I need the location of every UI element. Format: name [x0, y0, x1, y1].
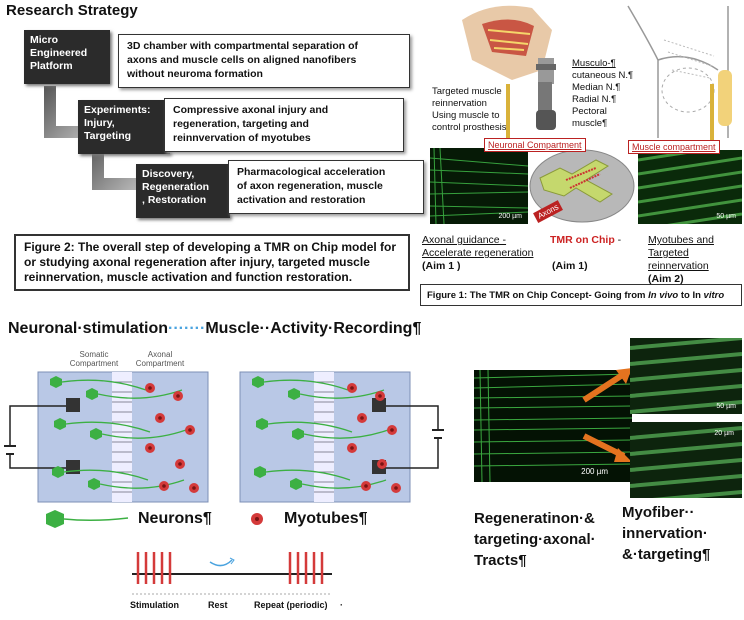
- neuronal-compartment-label: Neuronal Compartment: [484, 138, 586, 152]
- legend-myotubes-label: Myotubes¶: [284, 510, 368, 527]
- stimulation-circuits: [4, 371, 444, 503]
- scale-bar-bottom: 20 µm: [714, 430, 734, 437]
- myotube-nucleus: [360, 416, 364, 420]
- axon-line: [301, 479, 387, 489]
- aim-tmr-on-chip: TMR on Chip - (Aim 1): [550, 234, 622, 272]
- neuron-cell: [86, 388, 98, 400]
- stimulation-heading: Neuronal·stimulation·······Muscle··Activ…: [8, 320, 422, 337]
- myotube-nucleus: [188, 428, 192, 432]
- stimulation-timeline: [132, 552, 332, 595]
- neuron-cell: [254, 466, 266, 478]
- myotube-nucleus: [192, 486, 196, 490]
- myotube-nucleus: [148, 446, 152, 450]
- myofiber-micrograph-top: 50 µm: [630, 338, 742, 414]
- aim-myotubes: Myotubes and Targeted reinnervation (Aim…: [648, 234, 714, 285]
- myotube-nucleus: [350, 386, 354, 390]
- scale-bar-top: 50 µm: [716, 403, 736, 410]
- axon-line: [99, 479, 185, 489]
- myotube-nucleus: [178, 462, 182, 466]
- somatic-compartment-label: Somatic Compartment: [69, 350, 119, 368]
- neuron-legend-icon: [46, 510, 129, 528]
- myotube-nucleus: [390, 428, 394, 432]
- myotube-nucleus: [364, 484, 368, 488]
- axon-line: [65, 421, 151, 433]
- myofiber-micrograph-bottom: 20 µm: [630, 422, 742, 498]
- muscle-compartment-label: Muscle compartment: [628, 140, 720, 154]
- myotube-nucleus: [394, 486, 398, 490]
- scale-bar-left: 200 µm: [498, 213, 523, 220]
- neuron-cell: [50, 376, 62, 388]
- axon-line: [97, 389, 183, 399]
- axon-line: [303, 429, 389, 439]
- axon-line: [61, 379, 147, 391]
- axon-line: [299, 389, 385, 399]
- step-1-label: Micro Engineered Platform: [24, 30, 110, 84]
- neuron-cell: [54, 418, 66, 430]
- caption-regeneration: Regeneratinon·& targeting·axonal· Tracts…: [474, 510, 596, 569]
- axon-line: [101, 429, 187, 439]
- nerve-list: Musculo-¶ cutaneous N.¶ Median N.¶ Radia…: [572, 58, 634, 129]
- scale-bar-main: 200 µm: [581, 467, 608, 476]
- axonal-compartment-label: Axonal Compartment: [135, 350, 185, 368]
- muscle-compartment-micrograph: 50 µm: [638, 150, 742, 224]
- myotube-nucleus: [158, 416, 162, 420]
- research-strategy-title: Research Strategy: [6, 2, 138, 19]
- step-3-label: Discovery, Regeneration , Restoration: [136, 164, 230, 218]
- timeline-label-repeat: Repeat (periodic): [254, 600, 328, 610]
- neuron-cell: [252, 376, 264, 388]
- myotube-legend-icon: [251, 513, 263, 525]
- electrode-left-top: [66, 398, 80, 412]
- neuron-cell: [256, 418, 268, 430]
- tmr-description: Targeted muscle reinnervation Using musc…: [432, 86, 507, 133]
- electrode-right-top: [372, 398, 386, 412]
- neuron-cell: [52, 466, 64, 478]
- neuron-cell: [288, 388, 300, 400]
- axon-line: [265, 469, 351, 481]
- step-2-label: Experiments: Injury, Targeting: [78, 100, 170, 154]
- orange-arrows: [582, 368, 632, 462]
- axon-line: [263, 379, 349, 391]
- neuron-cell: [90, 428, 102, 440]
- aim-axonal-guidance: Axonal guidance - Accelerate regeneratio…: [422, 234, 534, 272]
- myotube-nucleus: [350, 446, 354, 450]
- neuron-cell: [290, 478, 302, 490]
- neuron-cell: [88, 478, 100, 490]
- neuron-cell: [292, 428, 304, 440]
- step-2-description: Compressive axonal injury and regenerati…: [164, 98, 404, 152]
- myotube-nucleus: [380, 462, 384, 466]
- axon-line: [267, 421, 353, 433]
- neuronal-compartment-micrograph: 200 µm: [430, 148, 528, 224]
- arm-anatomy-illustration: [452, 0, 572, 86]
- figure-1-caption: Figure 1: The TMR on Chip Concept- Going…: [420, 284, 742, 306]
- myotube-nucleus: [176, 394, 180, 398]
- timeline-label-separator: ·: [340, 600, 343, 610]
- step-3-description: Pharmacological acceleration of axon reg…: [228, 160, 424, 214]
- figure-2-caption: Figure 2: The overall step of developing…: [14, 234, 410, 291]
- timeline-label-stimulation: Stimulation: [130, 600, 179, 610]
- scale-bar-right: 50 µm: [716, 213, 736, 220]
- prosthetic-hand-icon: [536, 82, 556, 130]
- caption-myofiber: Myofiber·· innervation· &·targeting¶: [622, 504, 711, 563]
- step-1-description: 3D chamber with compartmental separation…: [118, 34, 410, 88]
- timeline-label-rest: Rest: [208, 600, 228, 610]
- myotube-nucleus: [378, 394, 382, 398]
- axon-line: [63, 469, 149, 481]
- legend-neurons-label: Neurons¶: [138, 510, 212, 527]
- myotube-nucleus: [162, 484, 166, 488]
- myotube-nucleus: [148, 386, 152, 390]
